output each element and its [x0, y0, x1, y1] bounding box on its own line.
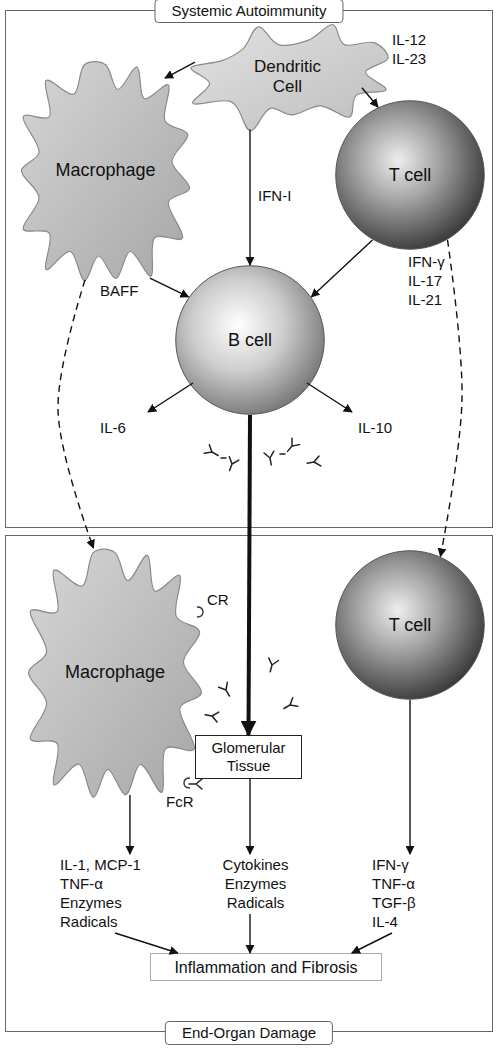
outcome-box: Inflammation and Fibrosis — [150, 953, 382, 981]
signal-connector — [352, 700, 410, 953]
il10-arrow — [307, 383, 352, 412]
signal-connector — [440, 240, 462, 557]
signal-connector — [249, 415, 251, 735]
signal-label: Cytokines Enzymes Radicals — [208, 855, 303, 912]
node-body: B cell — [175, 265, 325, 415]
node-label: Glomerular Tissue — [201, 739, 296, 775]
node-body: Dendritic Cell — [185, 20, 390, 133]
signal-label: BAFF — [100, 281, 150, 300]
cell-circle — [176, 266, 325, 415]
signal-connector — [311, 240, 372, 297]
node-body: Macrophage — [25, 545, 205, 800]
node-body: T cell — [335, 550, 485, 700]
antibody-symbol — [204, 445, 220, 460]
antibody-symbol — [264, 451, 276, 466]
il6-arrow — [148, 383, 193, 412]
arrow-line — [362, 88, 378, 107]
signal-connector — [58, 280, 93, 548]
tissue-box: Glomerular Tissue — [195, 735, 302, 779]
receptor-label: CR — [207, 590, 229, 609]
arrow-line — [150, 278, 189, 297]
b-cell: B cell — [175, 265, 325, 415]
node-body: Inflammation and Fibrosis — [151, 954, 381, 980]
signal-label: IFN-γ TNF-α TGF-β IL-4 — [372, 855, 434, 931]
antibody-symbol — [281, 698, 297, 713]
node-label: T cell — [389, 615, 432, 636]
arrow-line — [165, 62, 195, 78]
node-label: Dendritic Cell — [248, 57, 328, 97]
macrophage-outline — [29, 549, 202, 797]
arrow-line — [249, 130, 250, 265]
fc-receptor-symbol — [184, 778, 190, 788]
receptor-group — [184, 607, 203, 788]
arrow-line — [129, 795, 130, 854]
signal-connector — [115, 795, 178, 953]
arrow-line — [249, 415, 251, 735]
node-label: T cell — [389, 165, 432, 186]
dashed-arrow — [58, 280, 93, 548]
node-body: T cell — [335, 100, 485, 250]
arrow-line — [115, 933, 178, 953]
macrophage-cell: Macrophage — [25, 545, 205, 800]
signal-connector — [150, 278, 189, 297]
signal-label: IL-1, MCP-1 TNF-α Enzymes Radicals — [60, 855, 155, 931]
macrophage-outline — [21, 62, 189, 281]
node-label: B cell — [228, 330, 272, 351]
dashed-arrow — [440, 240, 462, 557]
t-cell: T cell — [335, 550, 485, 700]
panel-heading: End-Organ Damage — [165, 1021, 333, 1045]
cytokine-arrows — [148, 383, 352, 412]
complement-receptor-symbol — [197, 607, 203, 617]
cytokine-label: IL-6 — [100, 418, 126, 437]
antibody-symbol — [204, 710, 219, 722]
signal-connector — [249, 779, 250, 953]
dendritic-cell: Dendritic Cell — [185, 20, 390, 133]
signal-connector — [165, 62, 195, 78]
panel-heading: Systemic Autoimmunity — [154, 0, 343, 23]
antibody-dash — [221, 457, 226, 459]
cell-circle — [336, 101, 485, 250]
antibody-symbol — [225, 457, 239, 473]
connector-group — [58, 62, 462, 953]
antibody-symbol — [284, 438, 300, 454]
node-body: Macrophage — [18, 58, 193, 283]
receptor-label: FcR — [166, 792, 194, 811]
antibody-symbol — [219, 682, 234, 698]
arrow-line — [249, 914, 250, 953]
antibody-symbol — [265, 658, 278, 673]
signal-connector — [249, 130, 250, 265]
dendritic-outline — [191, 24, 388, 130]
cell-circle — [336, 551, 485, 700]
arrow-line — [311, 240, 372, 297]
arrow-line — [352, 933, 392, 953]
node-body: Glomerular Tissue — [196, 736, 301, 778]
arrow-line — [409, 700, 410, 854]
panel-frame: Dendritic CellMacrophageT cellB cellSyst… — [5, 10, 493, 528]
signal-connector — [362, 88, 378, 107]
t-cell: T cell — [335, 100, 485, 250]
node-label: Macrophage — [65, 662, 165, 683]
cytokine-label: IL-10 — [358, 418, 392, 437]
macrophage-cell: Macrophage — [18, 58, 193, 283]
signal-label: IL-12 IL-23 — [392, 30, 442, 68]
signal-label: IFN-γ IL-17 IL-21 — [408, 252, 458, 309]
panel-frame: MacrophageGlomerular Tissue T cellInflamm… — [5, 535, 493, 1032]
antibody-group — [189, 438, 321, 789]
node-label: Inflammation and Fibrosis — [174, 958, 357, 977]
signal-label: IFN-I — [258, 186, 308, 205]
antibody-symbol — [306, 456, 321, 468]
arrow-line — [249, 779, 250, 854]
antibody-dash — [280, 453, 285, 455]
antibody-symbol — [189, 779, 202, 789]
node-label: Macrophage — [55, 160, 155, 181]
